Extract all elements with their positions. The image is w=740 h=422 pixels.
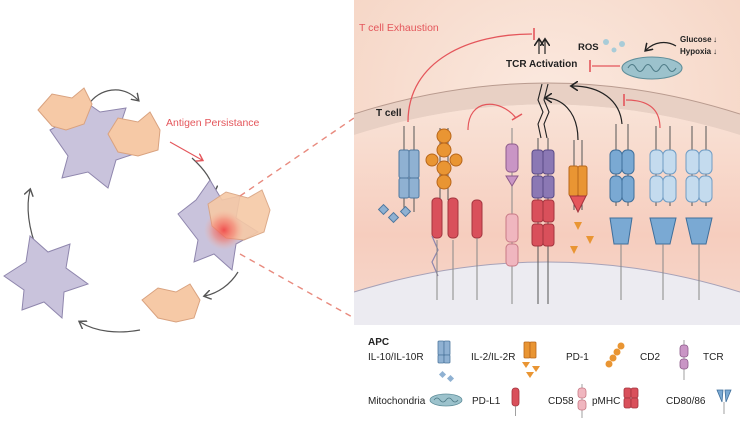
legend-pd1-label: PD-1	[566, 352, 589, 363]
legend-item-cd80: CD80/86	[666, 389, 732, 414]
legend-item-cd58: CD58	[548, 384, 587, 418]
tcr-signal-line	[537, 83, 544, 139]
cycle-arrow-3	[205, 271, 239, 296]
apc-cell-left	[3, 235, 90, 320]
metabolic-arrow	[646, 41, 677, 50]
legend-item-mito: Mitochondria	[368, 393, 463, 407]
antigen-arrow	[169, 141, 202, 160]
legend-cd58-label: CD58	[548, 396, 574, 407]
cd80-legend-icon	[716, 389, 732, 414]
il10-receptor	[398, 126, 420, 212]
pd1-pdl1-pair	[431, 197, 459, 300]
glucose-row: Glucose ↓	[680, 35, 717, 44]
pd1-inhibit-line	[467, 103, 517, 131]
hypoxia-label: Hypoxia	[680, 47, 712, 56]
il2-alt-receptor	[568, 140, 594, 254]
tcr-activation-arrows	[539, 40, 545, 54]
legend-cd2-label: CD2	[640, 352, 660, 363]
pd1-legend-icon	[605, 342, 625, 368]
pmhc-legend-icon	[623, 387, 639, 409]
exhaustion-inhibit-line	[407, 33, 533, 123]
hypoxia-down-arrow-icon: ↓	[713, 47, 717, 56]
pdl1-legend-icon	[511, 387, 520, 416]
cd28-receptor	[609, 124, 635, 300]
cd2-legend-icon	[679, 340, 689, 380]
activation-glow	[204, 210, 244, 250]
cd58-legend-icon	[577, 384, 587, 418]
legend-il2-label: IL-2/IL-2R	[471, 352, 515, 363]
legend-item-il2: IL-2/IL-2R	[471, 341, 540, 378]
ros-label: ROS	[578, 42, 599, 53]
apc-region	[354, 262, 740, 325]
il10-legend-icon	[437, 340, 455, 383]
ctla4-receptor-2	[685, 126, 713, 300]
tcell-membrane	[354, 83, 740, 135]
legend-item-pd1: PD-1	[566, 342, 625, 368]
antigen-persistance-label: Antigen Persistance	[166, 117, 260, 129]
zoom-line-top	[239, 117, 355, 197]
tcell-label: T cell	[376, 108, 402, 119]
cd2-receptor	[505, 128, 519, 304]
hypoxia-row: Hypoxia ↓	[680, 47, 717, 56]
glucose-label: Glucose	[680, 35, 712, 44]
legend-pmhc-label: pMHC	[592, 396, 620, 407]
il10-ligands	[377, 203, 412, 224]
zoom-line-bottom	[239, 253, 355, 319]
tcell-exhaustion-label: T cell Exhaustion	[359, 22, 439, 34]
legend-pdl1-label: PD-L1	[472, 396, 501, 407]
mito-legend-icon	[429, 393, 463, 407]
glucose-down-arrow-icon: ↓	[713, 35, 717, 44]
ros-dots	[603, 39, 625, 53]
ctla4-receptor	[649, 126, 677, 300]
apc-label: APC	[368, 337, 389, 348]
legend-item-cd2: CD2	[640, 340, 689, 380]
cycle-panel: Antigen Persistance	[3, 87, 355, 333]
legend-cd80-label: CD80/86	[666, 396, 706, 407]
legend-item-il10: IL-10/IL-10R	[368, 340, 455, 383]
il2-legend-icon	[522, 341, 540, 378]
tcr-activation-label: TCR Activation	[506, 59, 577, 70]
tcell-bottom	[141, 283, 201, 323]
cycle-arrow-1	[87, 89, 138, 106]
cycle-arrow-4	[80, 322, 141, 333]
legend: IL-10/IL-10R IL-2/IL-2R PD-1	[368, 340, 732, 418]
mitochondria-icon	[621, 56, 683, 80]
pdl1-receptor	[471, 199, 483, 300]
legend-tcr-label: TCR	[703, 352, 724, 363]
legend-mito-label: Mitochondria	[368, 396, 426, 407]
il2-receptor	[425, 128, 463, 200]
legend-il10-label: IL-10/IL-10R	[368, 352, 424, 363]
cd28-activation-arrow	[572, 86, 623, 125]
synapse-cluster	[177, 179, 271, 271]
cd2-activation-arrow	[546, 98, 579, 141]
ctla4-inhibit-line	[625, 99, 661, 129]
tcr-pmhc-complex	[531, 138, 555, 304]
legend-item-pmhc: pMHC	[592, 387, 639, 409]
legend-item-tcr: TCR	[703, 352, 724, 363]
legend-item-pdl1: PD-L1	[472, 387, 520, 416]
tcell-top-left	[37, 87, 161, 157]
